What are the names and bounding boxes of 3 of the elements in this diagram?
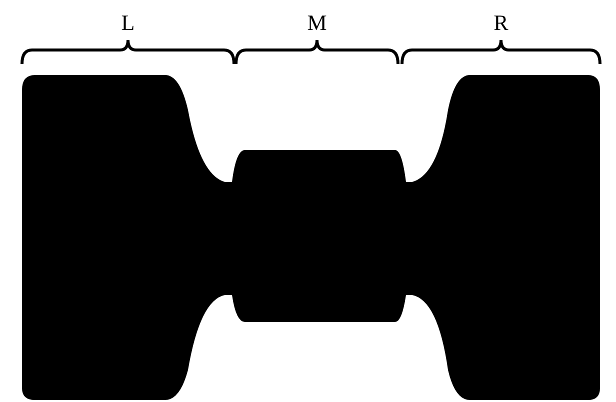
section-label: R xyxy=(494,12,508,34)
section-label: M xyxy=(307,12,327,34)
section-label: L xyxy=(121,12,135,34)
